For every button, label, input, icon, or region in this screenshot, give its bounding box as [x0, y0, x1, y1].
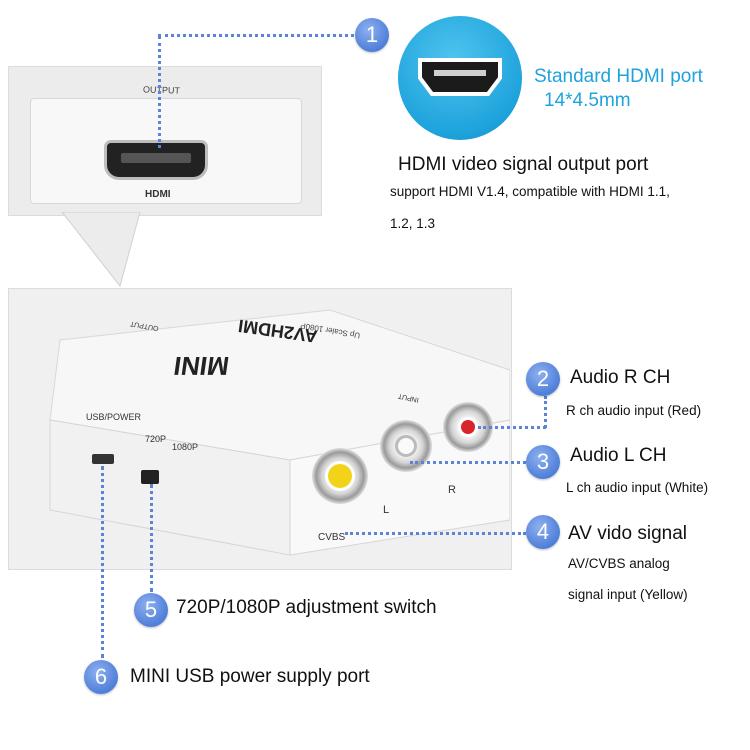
callout-2-desc: R ch audio input (Red): [566, 403, 702, 418]
port-cvbs-label: CVBS: [318, 532, 346, 543]
rca-yellow-core: [328, 464, 352, 488]
callout-1-title: HDMI video signal output port: [398, 154, 649, 175]
switch-720-label: 720P: [145, 434, 167, 444]
callout-3-title: Audio L CH: [570, 445, 667, 466]
rca-white-core: [398, 438, 414, 454]
callout-3-desc: L ch audio input (White): [566, 480, 709, 495]
switch-1080-label: 1080P: [172, 442, 199, 452]
callout-5-title: 720P/1080P adjustment switch: [176, 597, 437, 618]
callout-1-desc-2: 1.2, 1.3: [390, 216, 436, 231]
connector-2: [478, 426, 546, 429]
callout-4-title: AV vido signal: [568, 523, 687, 544]
callout-4-desc-1: AV/CVBS analog: [568, 556, 670, 571]
speech-tail: [61, 212, 141, 288]
callout-4-badge: 4: [526, 515, 560, 549]
zoom-output-label: OUTPUT: [142, 84, 181, 96]
connector-4: [345, 532, 526, 535]
usb-power-label: USB/POWER: [86, 412, 142, 422]
callout-3-badge: 3: [526, 445, 560, 479]
connector-6: [101, 466, 104, 658]
zoom-hdmi-label: HDMI: [145, 189, 171, 200]
connector-1-horizontal: [158, 34, 354, 37]
hdmi-badge-line1: Standard HDMI port: [534, 66, 703, 87]
connector-5: [150, 484, 153, 592]
connector-1-vertical: [158, 36, 161, 148]
callout-1-desc-1: support HDMI V1.4, compatible with HDMI …: [390, 184, 670, 199]
callout-2-title: Audio R CH: [570, 367, 671, 388]
callout-5-badge: 5: [134, 593, 168, 627]
zoom-hdmi-port-inner: [121, 153, 191, 163]
rca-red-core: [461, 420, 475, 434]
callout-2-badge: 2: [526, 362, 560, 396]
connector-3: [410, 461, 526, 464]
callout-6-badge: 6: [84, 660, 118, 694]
callout-6-title: MINI USB power supply port: [130, 666, 370, 687]
resolution-switch: [141, 470, 159, 484]
hdmi-badge-line2: 14*4.5mm: [544, 90, 631, 111]
port-l-label: L: [383, 504, 390, 516]
callout-1-badge: 1: [355, 18, 389, 52]
usb-port: [92, 454, 114, 464]
port-r-label: R: [448, 484, 456, 496]
hdmi-connector-icon: [418, 58, 502, 96]
connector-2-vertical: [544, 396, 547, 428]
callout-4-desc-2: signal input (Yellow): [568, 587, 688, 602]
device-brand: MINI: [171, 351, 231, 381]
